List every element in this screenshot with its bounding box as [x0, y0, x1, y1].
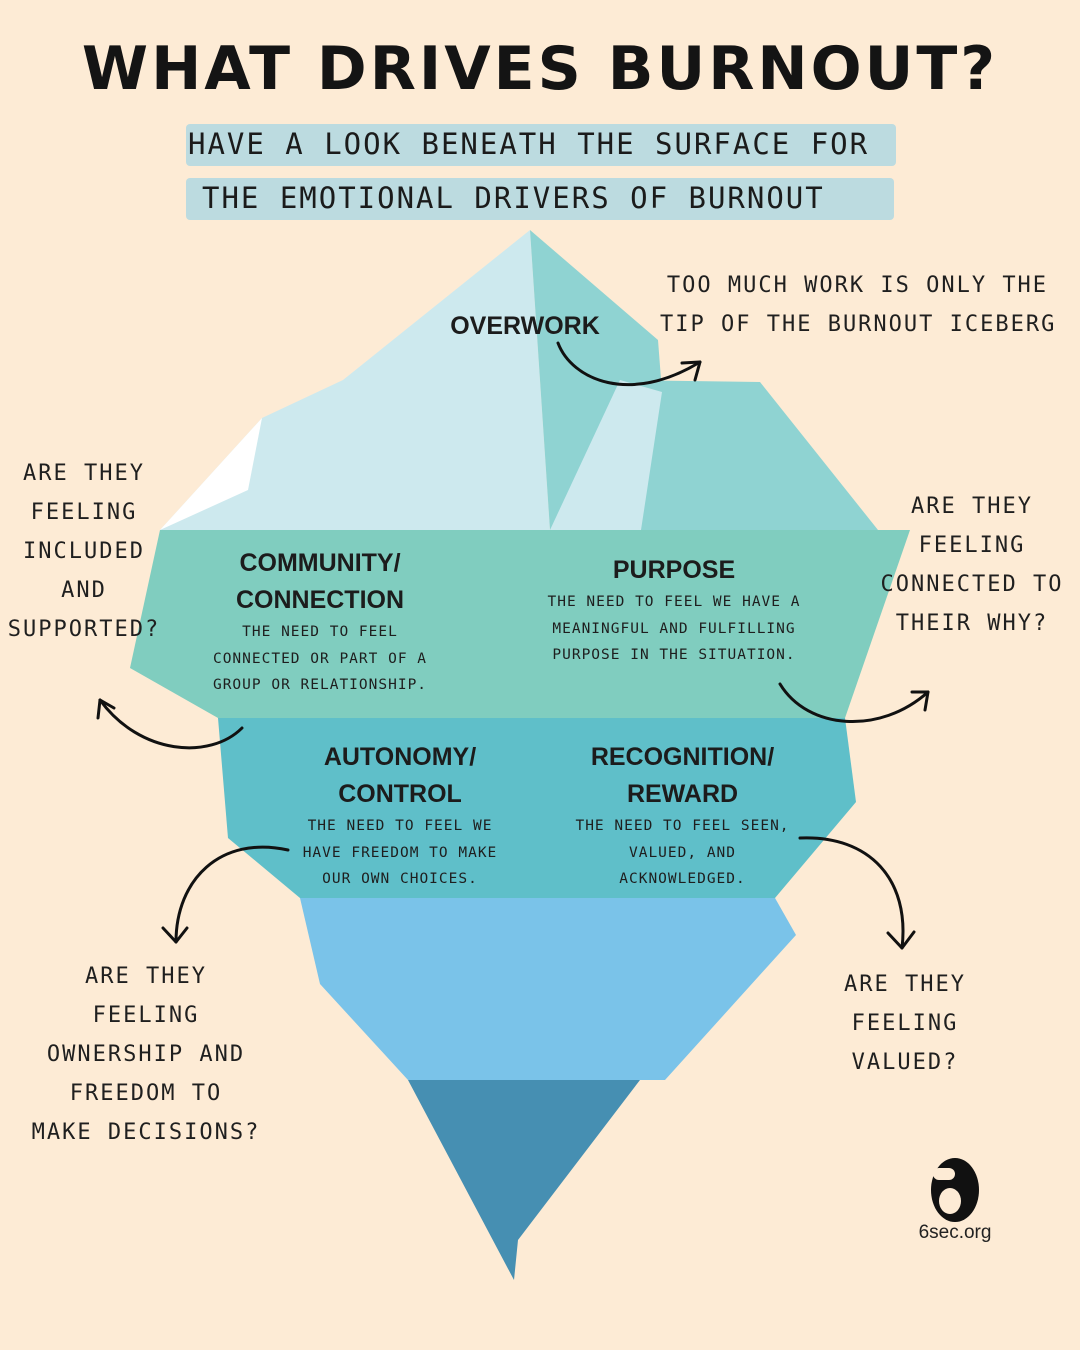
iceberg-tip-white	[160, 418, 262, 530]
arrow-purpose	[778, 682, 930, 723]
arrow-autonomy	[161, 845, 290, 944]
iceberg-deep	[408, 1080, 640, 1280]
question-line: AND	[61, 578, 107, 603]
question-line: FEELING	[92, 1003, 200, 1028]
arrow-community	[96, 698, 244, 750]
question-line: INCLUDED	[23, 539, 145, 564]
question-line: CONNECTED TO	[880, 572, 1064, 597]
driver-description: THE NEED TO FEEL WE	[307, 818, 493, 834]
question-community: ARE THEY FEELING INCLUDED AND SUPPORTED?	[4, 454, 164, 649]
overwork-label: OVERWORK	[430, 308, 620, 345]
tip-note-line: TIP OF THE BURNOUT ICEBERG	[660, 312, 1057, 337]
question-line: MAKE DECISIONS?	[31, 1120, 261, 1145]
arrow-recognition	[798, 836, 916, 950]
question-line: ARE THEY	[911, 494, 1033, 519]
driver-purpose: PURPOSE THE NEED TO FEEL WE HAVE A MEANI…	[524, 552, 824, 669]
tip-note: TOO MUCH WORK IS ONLY THE TIP OF THE BUR…	[660, 266, 1055, 344]
driver-autonomy: AUTONOMY/ CONTROL THE NEED TO FEEL WE HA…	[280, 739, 520, 893]
question-autonomy: ARE THEY FEELING OWNERSHIP AND FREEDOM T…	[30, 957, 262, 1152]
driver-description: CONNECTED OR PART OF A	[212, 650, 428, 667]
driver-description: VALUED, AND	[628, 844, 737, 861]
question-line: FEELING	[30, 500, 138, 525]
question-line: THEIR WHY?	[895, 611, 1049, 636]
driver-description: PURPOSE IN THE SITUATION.	[552, 647, 796, 663]
driver-heading: REWARD	[626, 780, 739, 808]
iceberg-band-upper	[130, 530, 910, 718]
6sec-logo-icon	[931, 1158, 979, 1222]
driver-heading: RECOGNITION/	[590, 743, 775, 771]
question-line: ARE THEY	[23, 461, 145, 486]
question-line: FEELING	[851, 1011, 959, 1036]
arrow-overwork	[556, 341, 702, 387]
subtitle-line-1: HAVE A LOOK BENEATH THE SURFACE FOR	[186, 124, 896, 166]
question-line: SUPPORTED?	[7, 617, 161, 642]
driver-description: THE NEED TO FEEL WE HAVE A	[547, 594, 801, 610]
question-line: OWNERSHIP AND	[46, 1042, 246, 1067]
question-recognition: ARE THEY FEELING VALUED?	[830, 965, 980, 1082]
question-line: VALUED?	[851, 1050, 959, 1075]
iceberg-tip-facet	[550, 380, 662, 530]
tip-note-line: TOO MUCH WORK IS ONLY THE	[666, 273, 1049, 298]
driver-description: GROUP OR RELATIONSHIP.	[212, 677, 428, 693]
driver-heading: CONTROL	[338, 780, 462, 808]
page-title: WHAT DRIVES BURNOUT?	[81, 34, 999, 104]
driver-heading: AUTONOMY/	[323, 743, 477, 771]
question-line: FEELING	[918, 533, 1026, 558]
iceberg-band-lower	[218, 718, 856, 898]
question-line: FREEDOM TO	[69, 1081, 223, 1106]
driver-description: THE NEED TO FEEL SEEN,	[575, 818, 790, 834]
iceberg-tip-light	[160, 230, 550, 530]
driver-description: THE NEED TO FEEL	[242, 624, 398, 640]
question-line: ARE THEY	[844, 972, 966, 997]
driver-heading: COMMUNITY/	[239, 549, 401, 577]
driver-description: MEANINGFUL AND FULFILLING	[552, 620, 796, 637]
driver-recognition: RECOGNITION/ REWARD THE NEED TO FEEL SEE…	[560, 739, 805, 893]
driver-heading: CONNECTION	[235, 586, 405, 614]
brand-site-text: 6sec.org	[918, 1222, 992, 1243]
driver-description: ACKNOWLEDGED.	[619, 871, 746, 887]
question-line: ARE THEY	[85, 964, 207, 989]
question-purpose: ARE THEY FEELING CONNECTED TO THEIR WHY?	[872, 487, 1072, 643]
driver-heading: PURPOSE	[612, 556, 736, 584]
driver-description: OUR OWN CHOICES.	[322, 871, 478, 887]
iceberg-underwater	[300, 898, 796, 1080]
driver-description: HAVE FREEDOM TO MAKE	[302, 844, 498, 861]
driver-community: COMMUNITY/ CONNECTION THE NEED TO FEEL C…	[200, 545, 440, 699]
subtitle-line-2: THE EMOTIONAL DRIVERS OF BURNOUT	[186, 178, 894, 220]
overwork-heading: OVERWORK	[450, 312, 600, 340]
